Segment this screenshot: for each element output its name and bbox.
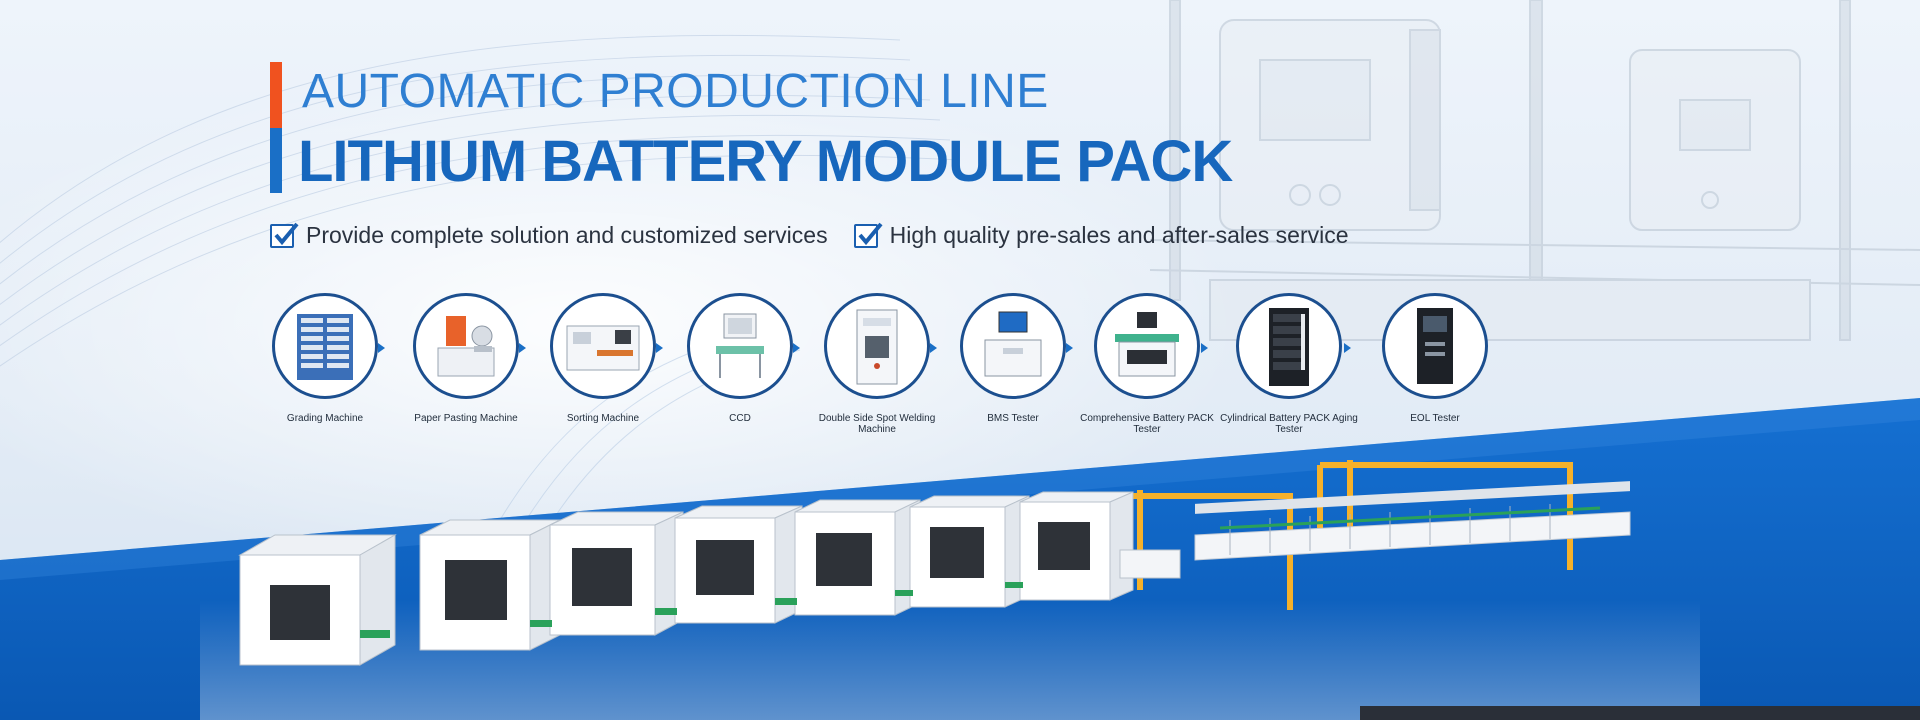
arrow-right-icon [1344, 343, 1351, 353]
step-label: Double Side Spot Welding Machine [818, 413, 936, 435]
step-sorting-machine[interactable]: Sorting Machine [533, 293, 673, 424]
paper-pasting-machine-icon [413, 293, 519, 399]
step-double-side-spot-welding-machine[interactable]: Double Side Spot Welding Machine [807, 293, 947, 435]
step-label: EOL Tester [1410, 413, 1460, 424]
welding-machine-icon [824, 293, 930, 399]
feature-item: High quality pre-sales and after-sales s… [853, 222, 1349, 249]
step-label: Cylindrical Battery PACK Aging Tester [1220, 413, 1358, 435]
headline-line-2: LITHIUM BATTERY MODULE PACK [298, 129, 1233, 194]
arrow-right-icon [519, 343, 526, 353]
arrow-right-icon [1066, 343, 1073, 353]
eol-tester-icon [1382, 293, 1488, 399]
step-label: Grading Machine [286, 413, 364, 424]
accent-bar-blue [270, 128, 282, 193]
step-eol-tester[interactable]: EOL Tester [1365, 293, 1505, 424]
factory-background-image [1150, 0, 1920, 341]
step-bms-tester[interactable]: BMS Tester [943, 293, 1083, 424]
bms-tester-icon [960, 293, 1066, 399]
step-label: CCD [729, 413, 751, 424]
arrow-right-icon [378, 343, 385, 353]
grading-machine-icon [272, 293, 378, 399]
step-grading-machine[interactable]: Grading Machine [255, 293, 395, 424]
arrow-right-icon [930, 343, 937, 353]
accent-bar-orange [270, 62, 282, 128]
step-label: Comprehensive Battery PACK Tester [1080, 413, 1214, 435]
feature-list: Provide complete solution and customized… [270, 222, 1375, 249]
machine-cabinets [238, 491, 1181, 666]
step-label: BMS Tester [987, 413, 1039, 424]
pack-tester-icon [1094, 293, 1200, 399]
aging-rack-illustration [1194, 481, 1631, 561]
checkbox-checked-icon [270, 222, 299, 248]
process-steps: Grading Machine Paper Pasting Machine [255, 293, 1495, 453]
sorting-machine-icon [550, 293, 656, 399]
step-label: Paper Pasting Machine [414, 413, 518, 424]
step-label: Sorting Machine [566, 413, 640, 424]
step-paper-pasting-machine[interactable]: Paper Pasting Machine [396, 293, 536, 424]
arrow-right-icon [793, 343, 800, 353]
aging-tester-icon [1236, 293, 1342, 399]
arrow-right-icon [656, 343, 663, 353]
feature-text: Provide complete solution and customized… [306, 222, 828, 248]
step-cylindrical-battery-pack-aging-tester[interactable]: Cylindrical Battery PACK Aging Tester [1219, 293, 1359, 435]
step-comprehensive-battery-pack-tester[interactable]: Comprehensive Battery PACK Tester [1077, 293, 1217, 435]
checkbox-checked-icon [853, 222, 883, 248]
arrow-right-icon [1201, 343, 1208, 353]
bottom-dark-strip [1360, 706, 1920, 720]
feature-item: Provide complete solution and customized… [270, 222, 828, 249]
headline-line-1: AUTOMATIC PRODUCTION LINE [302, 65, 1049, 118]
feature-text: High quality pre-sales and after-sales s… [889, 222, 1349, 248]
step-ccd[interactable]: CCD [670, 293, 810, 424]
production-line-illustration [238, 460, 1631, 666]
ccd-icon [687, 293, 793, 399]
